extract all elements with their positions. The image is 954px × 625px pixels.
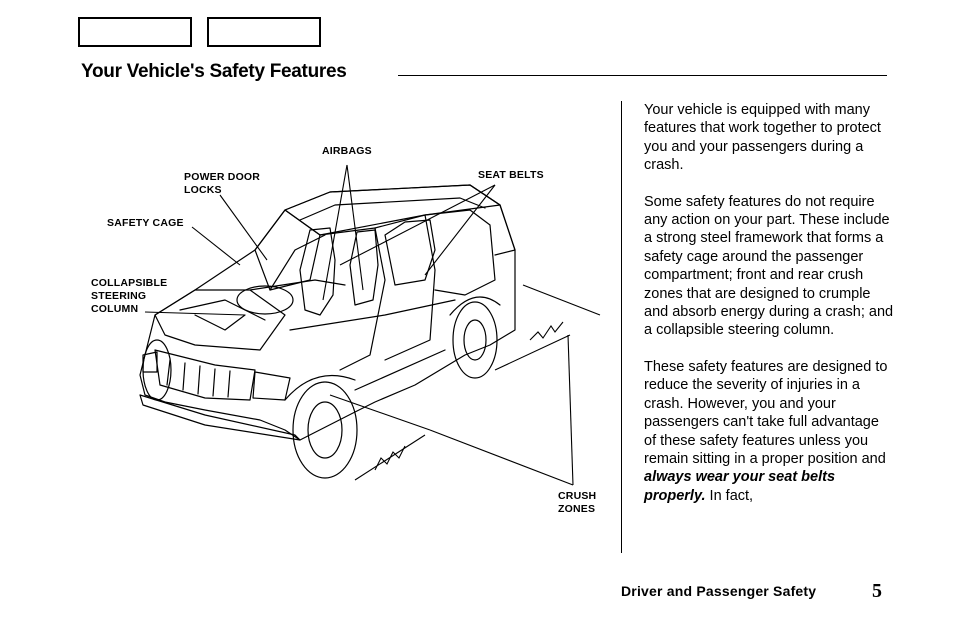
front-seat-right: [349, 229, 379, 306]
page-number: 5: [872, 580, 882, 602]
nav-box-next[interactable]: [207, 17, 321, 47]
paragraph-3-start: These safety features are designed to re…: [644, 358, 888, 467]
paragraph-3-end: In fact,: [705, 487, 754, 504]
headlight-right: [252, 371, 291, 401]
leader-safety-cage: [191, 226, 241, 266]
hood: [154, 289, 286, 351]
rear-window-frame: [469, 184, 516, 256]
label-seat-belts: SEAT BELTS: [478, 169, 544, 181]
rear-wheel-rim: [463, 319, 487, 361]
label-crush-2: ZONES: [558, 503, 596, 515]
hood-crease: [179, 299, 266, 321]
front-wheel-right: [292, 381, 358, 479]
front-bumper: [139, 394, 301, 441]
front-wheel-right-rim: [307, 401, 343, 459]
leader-power-door-locks: [219, 194, 268, 261]
safety-cage-bar: [269, 234, 326, 291]
rear-quarter-window: [424, 209, 496, 296]
label-power-door-locks-2: LOCKS: [184, 184, 222, 196]
label-collapsible-1: COLLAPSIBLE: [91, 277, 168, 289]
body-text: Your vehicle is equipped with many featu…: [644, 101, 894, 523]
vehicle-safety-illustration: [139, 164, 601, 486]
floor-frame: [289, 299, 456, 331]
rear-wheel: [452, 301, 498, 379]
paragraph-3: These safety features are designed to re…: [644, 358, 894, 505]
steering-column: [194, 314, 246, 331]
label-collapsible-2: STEERING: [91, 290, 147, 302]
paragraph-3-emphasis: always wear your seat belts properly.: [644, 469, 836, 504]
leader-seat-belts-2: [339, 184, 496, 266]
leader-airbags-1: [322, 164, 348, 301]
leader-seat-belts-1: [424, 184, 496, 276]
crush-zone-leader-2: [429, 429, 574, 486]
footer-section-label: Driver and Passenger Safety: [621, 583, 817, 599]
crush-zone-front-bracket: [329, 394, 431, 431]
leader-collapsible-steering: [144, 311, 246, 316]
dashboard: [249, 279, 346, 291]
roof-rail-inner: [299, 197, 486, 221]
front-wheel-arch: [284, 374, 356, 401]
crush-zigzag-front: [374, 445, 406, 471]
leader-airbags-2: [346, 164, 364, 291]
crush-zone-rear-bracket: [522, 284, 601, 316]
front-wheel-left: [142, 339, 172, 401]
nav-box-previous[interactable]: [78, 17, 192, 47]
label-crush-1: CRUSH: [558, 490, 597, 502]
crush-zone-rear-bracket-2: [494, 334, 571, 371]
paragraph-1: Your vehicle is equipped with many featu…: [644, 102, 881, 174]
label-power-door-locks-1: POWER DOOR: [184, 171, 261, 183]
door-frame-rear: [374, 214, 436, 361]
front-grille: [154, 349, 256, 401]
label-collapsible-3: COLUMN: [91, 303, 139, 315]
door-frame-front: [319, 227, 386, 371]
paragraph-2: Some safety features do not require any …: [644, 193, 894, 339]
label-safety-cage: SAFETY CAGE: [107, 217, 184, 229]
page-title: Your Vehicle's Safety Features: [81, 61, 347, 82]
windshield-frame: [254, 209, 321, 291]
crush-zone-leader-1: [567, 334, 574, 486]
steering-wheel: [236, 285, 294, 315]
label-airbags: AIRBAGS: [322, 145, 372, 157]
grille-bars: [166, 359, 231, 398]
rear-wheel-arch: [449, 296, 501, 316]
column-divider: [621, 101, 622, 553]
rear-seat: [384, 219, 436, 286]
crush-zigzag-rear: [529, 321, 564, 341]
side-sill: [354, 349, 446, 391]
front-seat-left: [299, 227, 336, 316]
title-rule: [398, 75, 887, 76]
